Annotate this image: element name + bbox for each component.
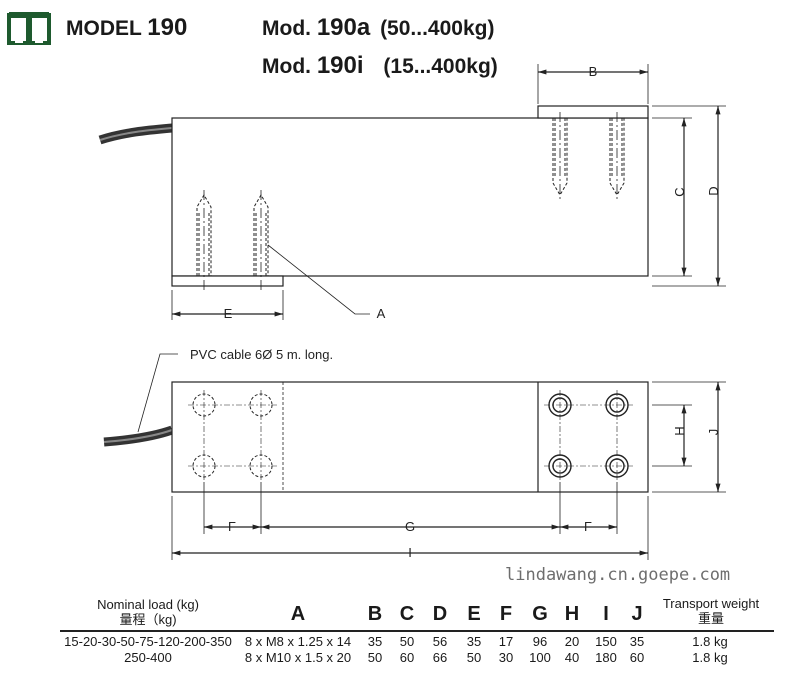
- column-header-g: G: [532, 603, 548, 625]
- variant-number: 190i: [316, 52, 364, 79]
- cell-h: 20: [564, 634, 580, 649]
- variant-190i: Mod. 190i (15...400kg): [262, 52, 498, 80]
- cell-c: 60: [399, 650, 415, 665]
- cell-g: 96: [532, 634, 548, 649]
- watermark: lindawang.cn.goepe.com: [505, 565, 731, 585]
- cell-load: 250-400: [124, 650, 172, 665]
- cell-a: 8 x M8 x 1.25 x 14: [244, 634, 352, 649]
- cell-f: 30: [498, 650, 514, 665]
- body-side: [171, 117, 649, 277]
- cell-h: 40: [564, 650, 580, 665]
- cell-d: 66: [432, 650, 448, 665]
- cable-label: PVC cable 6Ø 5 m. long.: [190, 347, 333, 362]
- cell-b: 50: [367, 650, 383, 665]
- column-header-a: A: [290, 603, 306, 625]
- nominal-header-en: Nominal load (kg): [97, 597, 199, 612]
- cell-c: 50: [399, 634, 415, 649]
- variant-range: (50...400kg): [380, 17, 495, 40]
- cell-j: 35: [629, 634, 645, 649]
- logo: [7, 12, 51, 45]
- cell-e: 35: [466, 634, 482, 649]
- cell-load: 15-20-30-50-75-120-200-350: [64, 634, 232, 649]
- model-prefix: MODEL: [66, 17, 142, 40]
- dim-label-g: G: [405, 519, 415, 534]
- cell-b: 35: [367, 634, 383, 649]
- column-header-d: D: [432, 603, 448, 625]
- column-header-i: I: [603, 603, 609, 625]
- column-header-j: J: [631, 603, 643, 625]
- table-rule: [60, 630, 774, 632]
- column-header-c: C: [399, 603, 415, 625]
- body-plan: [171, 381, 649, 493]
- bottom-plate: [171, 275, 284, 287]
- nominal-load-header: Nominal load (kg) 量程（kg): [88, 597, 208, 627]
- dim-label-a: A: [377, 306, 386, 321]
- variant-range: (15...400kg): [383, 55, 498, 78]
- column-header-f: F: [499, 603, 513, 625]
- cell-a: 8 x M10 x 1.5 x 20: [244, 650, 352, 665]
- model-title: MODEL 190: [66, 14, 187, 42]
- model-number: 190: [147, 14, 188, 41]
- dim-label-h: H: [672, 426, 687, 435]
- dim-label-j: J: [706, 429, 721, 436]
- dim-label-c: C: [672, 187, 687, 196]
- cell-f: 17: [498, 634, 514, 649]
- column-header-e: E: [467, 603, 481, 625]
- technical-drawing: B C D E A H J F G F I PVC cable 6Ø 5 m. …: [98, 64, 726, 560]
- column-header-b: B: [367, 603, 383, 625]
- dim-label-d: D: [706, 186, 721, 195]
- nominal-header-cn: 量程（kg): [119, 612, 177, 627]
- variant-190a: Mod. 190a (50...400kg): [262, 14, 494, 42]
- column-header-h: H: [564, 603, 580, 625]
- weight-header-cn: 重量: [697, 611, 724, 626]
- cell-g: 100: [529, 650, 551, 665]
- cell-weight: 1.8 kg: [692, 634, 728, 649]
- cell-i: 150: [595, 634, 617, 649]
- dim-label-i: I: [408, 545, 412, 560]
- weight-header: Transport weight 重量: [658, 596, 764, 626]
- dim-label-f: F: [228, 519, 236, 534]
- variant-number: 190a: [316, 14, 371, 41]
- cell-i: 180: [595, 650, 617, 665]
- top-plate: [537, 105, 649, 119]
- dim-label-b: B: [589, 64, 598, 79]
- cell-weight: 1.8 kg: [692, 650, 728, 665]
- dim-label-e: E: [224, 306, 233, 321]
- variant-prefix: Mod.: [262, 17, 311, 40]
- weight-header-en: Transport weight: [662, 596, 760, 611]
- cell-j: 60: [629, 650, 645, 665]
- variant-prefix: Mod.: [262, 55, 311, 78]
- dim-label-f2: F: [584, 519, 592, 534]
- cell-e: 50: [466, 650, 482, 665]
- cell-d: 56: [432, 634, 448, 649]
